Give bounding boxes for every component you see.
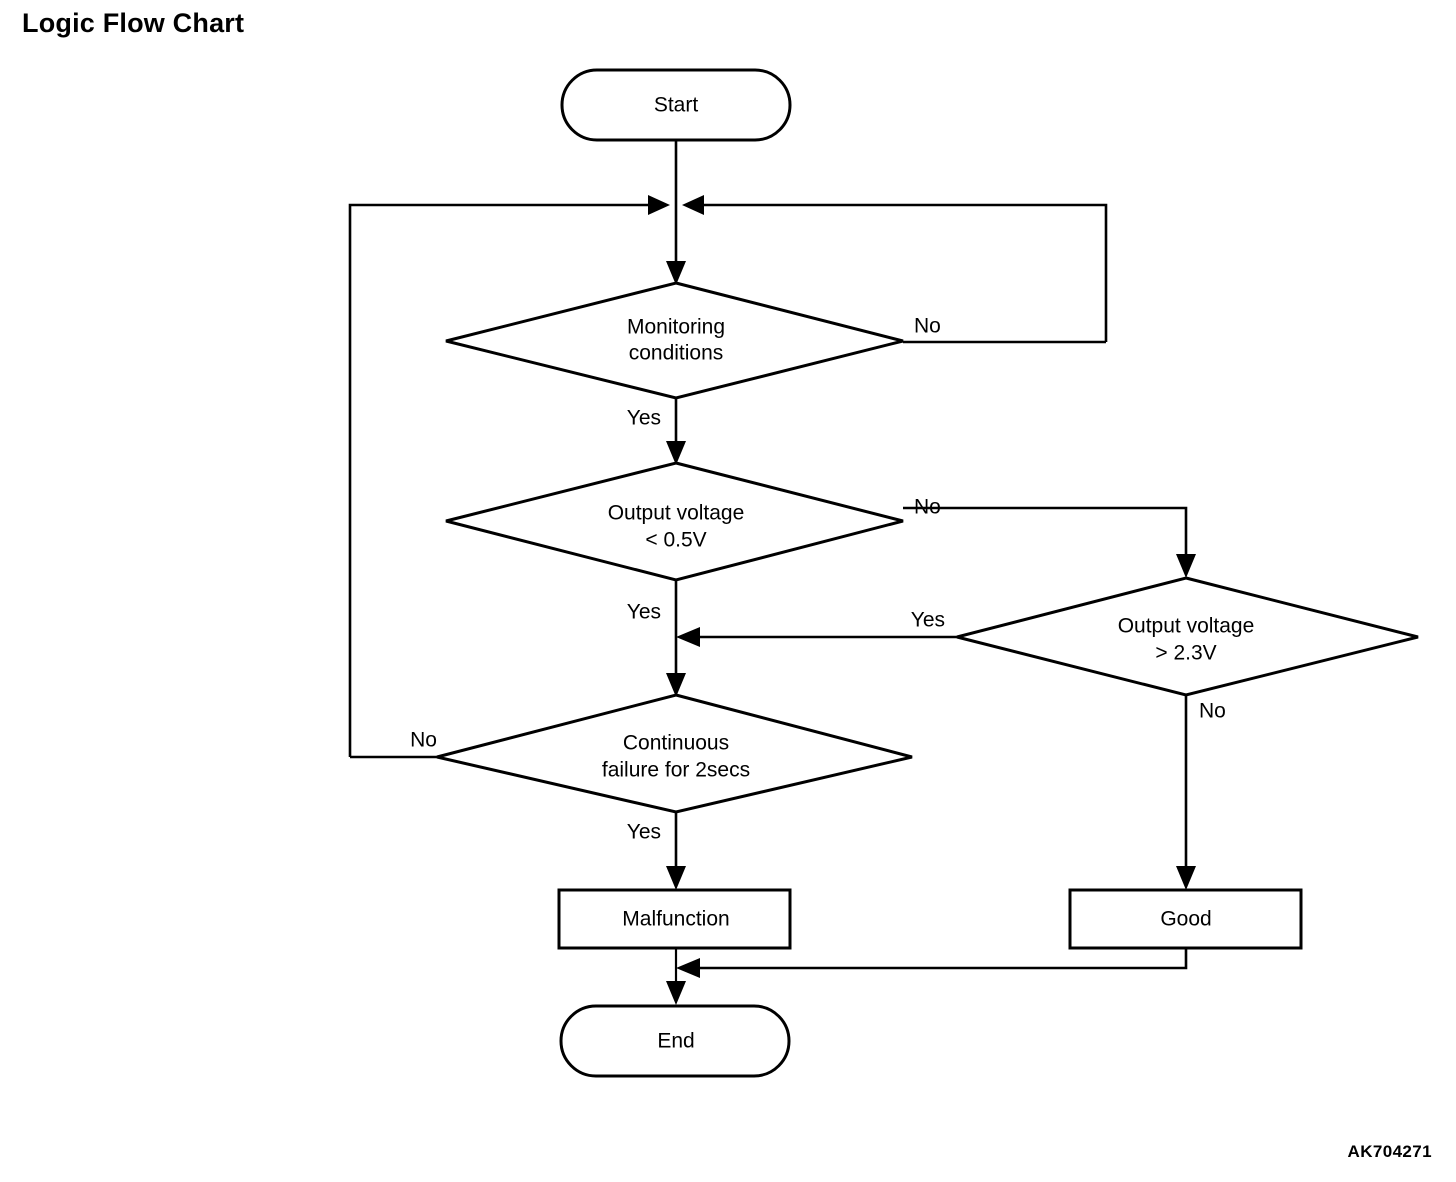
page-title: Logic Flow Chart bbox=[22, 8, 245, 38]
edge-vlow-no-to-vhigh bbox=[903, 506, 1196, 578]
node-good-label: Good bbox=[1160, 908, 1211, 931]
node-continuous-failure[interactable]: Continuous failure for 2secs bbox=[436, 693, 913, 814]
node-vlow-label-line2: < 0.5V bbox=[645, 529, 706, 552]
edge-monitoring-yes bbox=[666, 398, 686, 465]
node-end-label: End bbox=[657, 1030, 694, 1053]
node-malfunction-label: Malfunction bbox=[622, 908, 729, 931]
edge-continuous-yes-to-malfunction bbox=[666, 812, 686, 890]
edge-junction-to-monitoring bbox=[666, 205, 686, 285]
node-end[interactable]: End bbox=[559, 1004, 791, 1078]
node-output-voltage-high[interactable]: Output voltage > 2.3V bbox=[956, 576, 1419, 697]
node-vhigh-label-line2: > 2.3V bbox=[1155, 642, 1216, 665]
node-malfunction[interactable]: Malfunction bbox=[557, 888, 792, 950]
edge-label-continuous-no: No bbox=[410, 729, 437, 752]
edge-label-monitoring-yes: Yes bbox=[627, 407, 661, 430]
edge-label-continuous-yes: Yes bbox=[627, 821, 661, 844]
node-start[interactable]: Start bbox=[560, 68, 792, 142]
node-monitoring-conditions[interactable]: Monitoring conditions bbox=[445, 281, 904, 400]
edge-label-monitoring-no: No bbox=[914, 315, 941, 338]
edge-label-vlow-no: No bbox=[914, 496, 941, 519]
node-vlow-label-line1: Output voltage bbox=[608, 502, 745, 525]
edge-malfunction-to-end bbox=[666, 948, 686, 1005]
node-continuous-label-line2: failure for 2secs bbox=[602, 759, 750, 782]
edge-label-vhigh-no: No bbox=[1199, 700, 1226, 723]
node-vhigh-label-line1: Output voltage bbox=[1118, 615, 1255, 638]
edge-good-to-end bbox=[676, 948, 1188, 978]
reference-code: AK704271 bbox=[1347, 1142, 1432, 1161]
edge-continuous-no-loopback bbox=[348, 195, 670, 759]
node-good[interactable]: Good bbox=[1068, 888, 1303, 950]
node-monitoring-label-line1: Monitoring bbox=[627, 316, 725, 339]
edge-monitoring-no-loopback bbox=[682, 195, 1108, 344]
edge-label-vhigh-yes: Yes bbox=[911, 609, 945, 632]
node-output-voltage-low[interactable]: Output voltage < 0.5V bbox=[445, 461, 904, 582]
edge-label-vlow-yes: Yes bbox=[627, 601, 661, 624]
node-monitoring-label-line2: conditions bbox=[629, 342, 724, 365]
node-start-label: Start bbox=[654, 94, 699, 117]
edge-vlow-yes bbox=[666, 580, 686, 697]
node-continuous-label-line1: Continuous bbox=[623, 732, 729, 755]
edge-vhigh-no-to-good bbox=[1176, 695, 1196, 890]
